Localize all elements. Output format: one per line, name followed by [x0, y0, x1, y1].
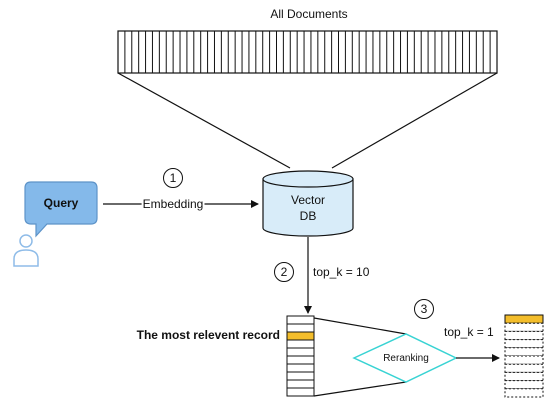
step-1-circle [163, 168, 183, 188]
record-row [504, 363, 544, 373]
record-row [286, 379, 315, 389]
record-row [504, 355, 544, 365]
record-row [504, 330, 544, 341]
top-k-1-label: top_k = 1 [444, 325, 494, 339]
record-row [504, 322, 544, 332]
record-row-highlighted [504, 314, 544, 324]
step-1-number: 1 [170, 171, 177, 185]
person-icon [13, 234, 39, 267]
record-row [286, 315, 315, 325]
query-bubble: Query [24, 181, 98, 238]
record-row [286, 339, 315, 349]
funnel-right-line [331, 72, 498, 169]
most-relevant-label: The most relevent record [137, 328, 280, 342]
record-row [504, 388, 544, 398]
step-2-number: 2 [281, 265, 288, 279]
step-3-number: 3 [421, 302, 428, 316]
rerank-funnel-bottom [313, 381, 407, 397]
vector-db-label-line1: Vector [291, 193, 325, 207]
document-strip [117, 30, 498, 74]
record-row-highlighted [286, 331, 315, 341]
embedding-label: Embedding [143, 197, 204, 211]
document-strip-frame [117, 30, 498, 74]
record-row [286, 355, 315, 365]
top-k-10-label: top_k = 10 [313, 265, 370, 279]
record-row [286, 323, 315, 333]
record-row [504, 380, 544, 390]
funnel-left-line [117, 72, 291, 169]
vector-db: Vector DB [262, 170, 354, 237]
record-row [504, 371, 544, 382]
reranking-label: Reranking [383, 353, 429, 364]
query-bubble-shape [24, 181, 98, 238]
final-records-stack [504, 314, 544, 398]
record-row [286, 371, 315, 381]
record-row [504, 339, 544, 349]
all-documents-title: All Documents [270, 7, 347, 21]
retrieved-records-stack [286, 315, 315, 397]
record-row [286, 347, 315, 357]
vector-db-body [262, 178, 354, 237]
step-2-circle [274, 262, 294, 282]
document-strip-slots [124, 31, 491, 73]
record-row [286, 363, 315, 373]
rerank-funnel-top [313, 317, 407, 335]
step-3-circle [414, 299, 434, 319]
record-row [286, 387, 315, 397]
vector-db-label-line2: DB [300, 209, 317, 223]
query-label: Query [44, 196, 79, 210]
record-row [504, 347, 544, 357]
vector-db-top [262, 170, 354, 188]
